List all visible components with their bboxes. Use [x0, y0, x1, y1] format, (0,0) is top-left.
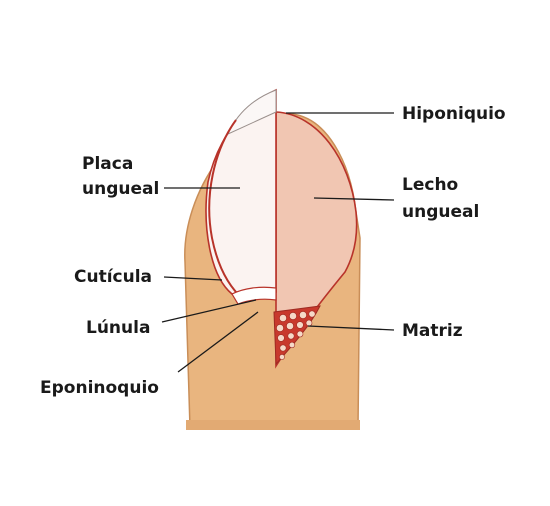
leader-eponiquio: [177, 311, 259, 373]
label-lunula: Lúnula: [86, 318, 150, 338]
leader-lunula: [161, 299, 257, 323]
cuticle-band: [208, 119, 245, 301]
label-placa-line2: ungueal: [82, 179, 159, 199]
label-lecho-line2: ungueal: [402, 202, 479, 222]
label-lecho-line1: Lecho: [402, 175, 458, 195]
leader-lecho: [313, 197, 395, 201]
label-matriz: Matriz: [402, 321, 463, 341]
label-cuticula: Cutícula: [74, 267, 152, 287]
finger-base-shade: [186, 420, 360, 430]
leader-matriz: [307, 325, 395, 331]
label-eponiquio: Eponinoquio: [40, 378, 159, 398]
leader-cuticula: [163, 276, 223, 281]
matrix-cells: [276, 310, 316, 360]
label-placa-line1: Placa: [82, 154, 133, 174]
label-hiponiquio: Hiponiquio: [402, 104, 506, 124]
lunula: [231, 286, 277, 305]
